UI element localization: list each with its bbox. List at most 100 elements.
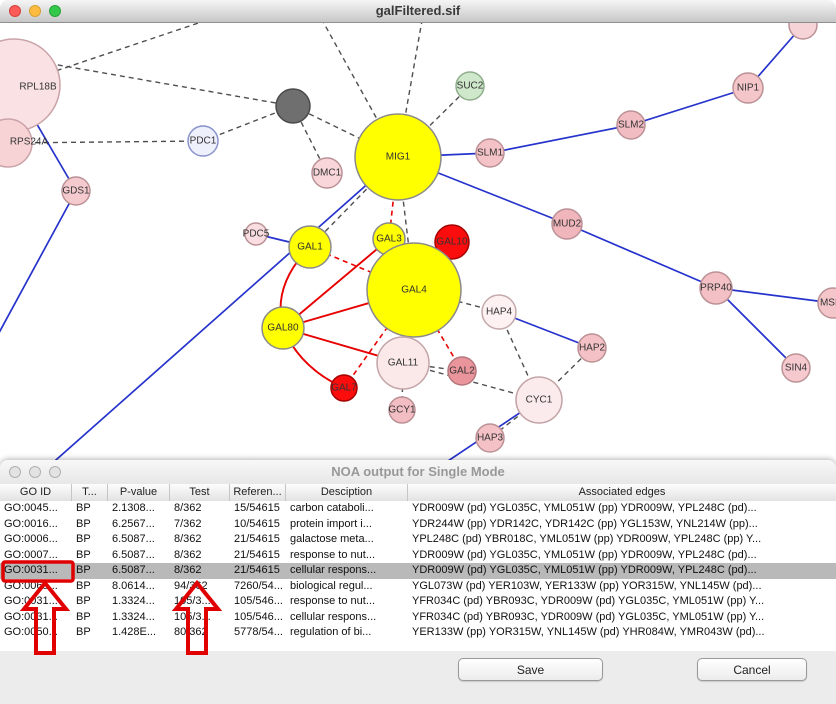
cell-c3: 8/362 — [174, 502, 202, 514]
node-GRAY1[interactable] — [275, 88, 311, 124]
edge-MIG1-SUC2[interactable] — [397, 85, 471, 158]
edge-PRP40-MSL5[interactable] — [715, 287, 834, 304]
traffic-lights-inactive — [9, 466, 61, 478]
edge-PDC1-GRAY1[interactable] — [202, 105, 294, 142]
column-header-go-id[interactable]: GO ID — [0, 484, 72, 501]
minimize-button-icon[interactable] — [29, 466, 41, 478]
svg-text:PDC1: PDC1 — [190, 136, 217, 147]
cell-c1: BP — [76, 502, 91, 514]
edge-GDS1-off[interactable] — [0, 190, 77, 353]
node-RPS24A[interactable]: RPS24A — [0, 118, 49, 168]
save-button[interactable]: Save — [458, 658, 603, 681]
network-window-titlebar[interactable]: galFiltered.sif — [0, 0, 836, 23]
edge-GRAY1-MIG1[interactable] — [292, 105, 399, 158]
column-header-test[interactable]: Test — [170, 484, 230, 501]
node-GDS1[interactable]: GDS1 — [61, 176, 91, 206]
node-MIG1[interactable]: MIG1 — [354, 113, 442, 201]
cancel-button[interactable]: Cancel — [697, 658, 807, 681]
cell-c6: YER133W (pp) YOR315W, YNL145W (pd) YHR08… — [412, 626, 765, 638]
column-header-type[interactable]: T... — [72, 484, 108, 501]
zoom-button-icon[interactable] — [49, 466, 61, 478]
edge-GAL3-GAL80[interactable] — [282, 238, 390, 329]
cell-c3: 8/362 — [174, 564, 202, 576]
svg-text:SIN4: SIN4 — [785, 363, 808, 374]
cell-c2: 6.2567... — [112, 517, 155, 530]
svg-text:DMC1: DMC1 — [313, 168, 342, 179]
noa-window: NOA output for Single Mode GO ID T... P-… — [0, 460, 836, 704]
cell-c1: BP — [76, 595, 91, 607]
node-PDC1[interactable]: PDC1 — [187, 125, 219, 157]
edge-SLM2-NIP1[interactable] — [630, 87, 749, 126]
node-SLM1[interactable]: SLM1 — [475, 138, 505, 168]
cell-c0: GO:0065... — [4, 579, 58, 592]
cell-c0: GO:0045... — [4, 502, 58, 514]
node-HAP4[interactable]: HAP4 — [481, 294, 517, 330]
svg-text:PRP40: PRP40 — [700, 283, 732, 294]
close-button-icon[interactable] — [9, 5, 21, 17]
node-CYC1[interactable]: CYC1 — [515, 376, 563, 424]
node-HAP3[interactable]: HAP3 — [475, 423, 505, 453]
node-GCY1[interactable]: GCY1 — [388, 396, 416, 424]
svg-text:GAL80: GAL80 — [267, 323, 299, 334]
svg-text:MSL5: MSL5 — [820, 298, 836, 309]
minimize-button-icon[interactable] — [29, 5, 41, 17]
node-SLM2[interactable]: SLM2 — [616, 110, 646, 140]
zoom-button-icon[interactable] — [49, 5, 61, 17]
cell-c2: 8.0614... — [112, 579, 155, 592]
cell-c0: GO:0031... — [4, 564, 58, 576]
column-header-p-value[interactable]: P-value — [108, 484, 170, 501]
noa-window-titlebar[interactable]: NOA output for Single Mode — [0, 460, 836, 485]
column-header-reference[interactable]: Referen... — [230, 484, 286, 501]
svg-text:GAL7: GAL7 — [331, 383, 357, 394]
node-GAL7[interactable]: GAL7 — [330, 374, 358, 402]
close-button-icon[interactable] — [9, 466, 21, 478]
column-header-associated-edges[interactable]: Associated edges — [578, 486, 666, 498]
cell-c6: YFR034C (pd) YBR093C, YDR009W (pd) YGL03… — [412, 595, 765, 607]
edge-CYC1-HAP4[interactable] — [498, 311, 540, 401]
svg-text:RPL18B: RPL18B — [19, 82, 57, 93]
node-GAL80[interactable]: GAL80 — [261, 306, 305, 350]
node-GAL11[interactable]: GAL11 — [376, 336, 430, 390]
column-header-description[interactable]: Desciption — [286, 484, 408, 501]
node-GAL10[interactable]: GAL10 — [434, 224, 470, 260]
edge-MIG1-off[interactable] — [48, 156, 399, 460]
edge-MUD2-PRP40[interactable] — [566, 223, 717, 289]
node-PRP40[interactable]: PRP40 — [699, 271, 733, 305]
node-GAL4[interactable]: GAL4 — [366, 242, 462, 338]
node-SIN4[interactable]: SIN4 — [781, 353, 811, 383]
cell-c0: GO:0031... — [4, 610, 58, 623]
cell-c1: BP — [76, 548, 91, 561]
node-DMC1[interactable]: DMC1 — [311, 157, 343, 189]
node-SUC2[interactable]: SUC2 — [455, 71, 485, 101]
cell-c4: 105/546... — [234, 595, 283, 607]
node-NIP1[interactable]: NIP1 — [732, 72, 764, 104]
edge-RPS24A-PDC1[interactable] — [7, 140, 204, 144]
edge-MIG1-off[interactable] — [397, 23, 424, 158]
node-MUD2[interactable]: MUD2 — [551, 208, 583, 240]
cell-c3: 80/362 — [174, 626, 208, 638]
svg-text:HAP3: HAP3 — [477, 433, 504, 444]
node-GAL2[interactable]: GAL2 — [447, 356, 477, 386]
node-HAP2[interactable]: HAP2 — [577, 333, 607, 363]
edge-SLM1-SLM2[interactable] — [489, 124, 632, 154]
cell-c3: 105/3... — [174, 610, 211, 623]
cell-c3: 105/3... — [174, 595, 211, 607]
node-MSL5[interactable]: MSL5 — [817, 287, 836, 319]
node-GAL1[interactable]: GAL1 — [288, 225, 332, 269]
node-RPL18B[interactable]: RPL18B — [0, 38, 61, 132]
node-PDC5[interactable]: PDC5 — [243, 222, 270, 246]
cell-c4: 7260/54... — [234, 579, 283, 592]
node-TR1[interactable] — [788, 23, 818, 40]
edge-PRP40-SIN4[interactable] — [715, 287, 797, 369]
